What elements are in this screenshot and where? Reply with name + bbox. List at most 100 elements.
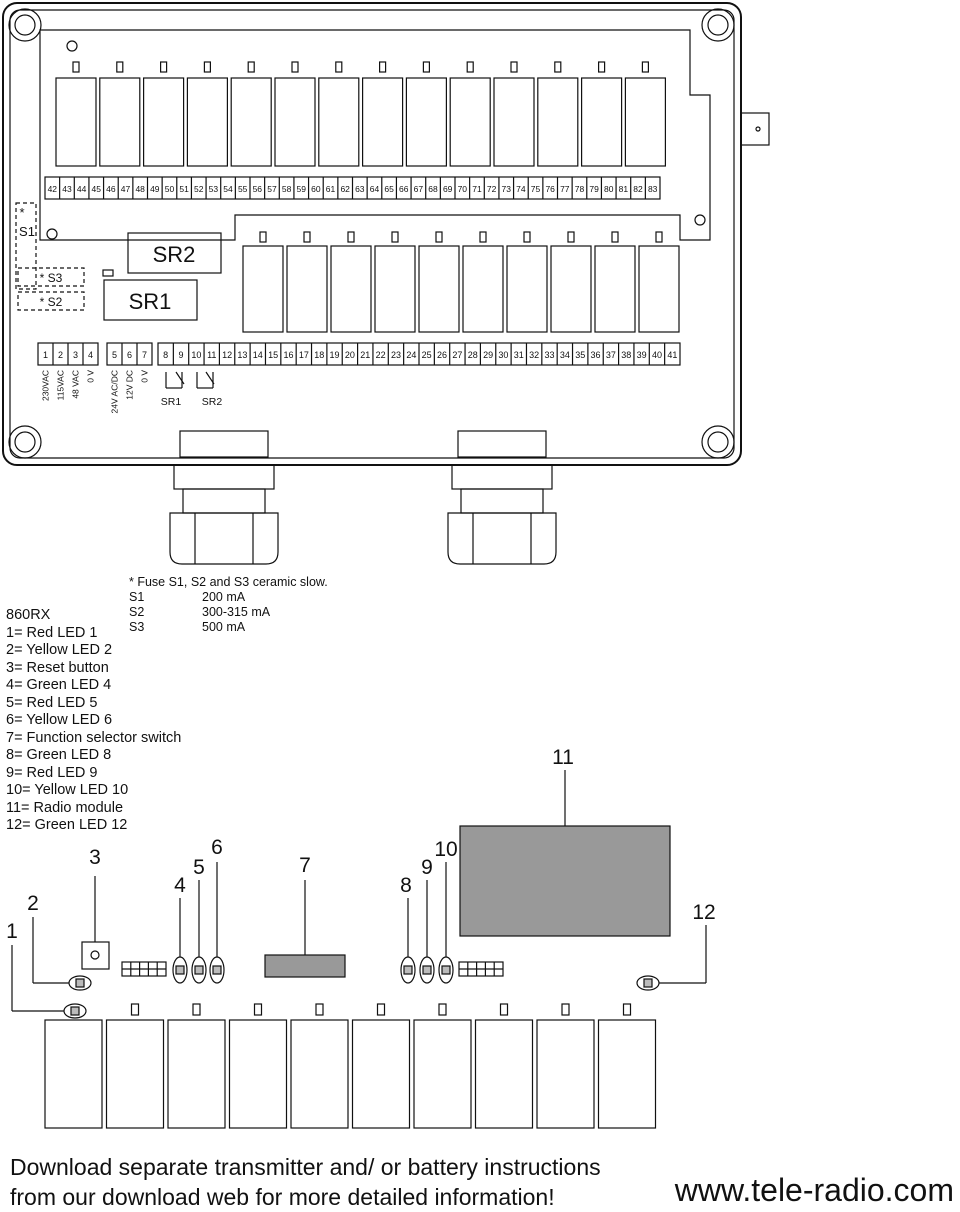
legend-item: 11= Radio module bbox=[6, 799, 124, 816]
terminal-label-top: 68 bbox=[428, 184, 438, 194]
relay-top bbox=[405, 77, 447, 167]
terminal-label: 29 bbox=[483, 350, 493, 360]
relay-led-mid bbox=[479, 231, 487, 243]
callout-number: 1 bbox=[6, 920, 18, 943]
power-label: 48 VAC bbox=[71, 370, 81, 399]
relay-led-top bbox=[379, 61, 387, 73]
relay-led-mid bbox=[391, 231, 399, 243]
terminal-label-top: 58 bbox=[282, 184, 292, 194]
voltage-label: 24V AC/DC bbox=[110, 370, 120, 413]
relay-led-top bbox=[510, 61, 518, 73]
relay-top bbox=[624, 77, 667, 167]
relay-led-mid bbox=[435, 231, 443, 243]
relay-led-mid bbox=[567, 231, 575, 243]
terminal-label: 35 bbox=[575, 350, 585, 360]
terminal-label: 15 bbox=[268, 350, 278, 360]
relay-top bbox=[318, 77, 360, 167]
reset-button bbox=[81, 941, 110, 970]
terminal-label: 1 bbox=[43, 350, 48, 360]
cable-gland-left bbox=[169, 430, 279, 565]
relay-bottom bbox=[167, 1019, 226, 1129]
terminal-label-top: 66 bbox=[399, 184, 409, 194]
terminal-label: 23 bbox=[391, 350, 401, 360]
corner-screw-tl bbox=[8, 8, 42, 42]
terminal-label-top: 75 bbox=[531, 184, 541, 194]
relay-led-top bbox=[247, 61, 255, 73]
relay-top bbox=[493, 77, 535, 167]
terminal-label: 36 bbox=[591, 350, 601, 360]
relay-led-mid bbox=[303, 231, 311, 243]
terminal-label-top: 50 bbox=[165, 184, 175, 194]
relay-led-top bbox=[597, 61, 606, 73]
terminal-label-top: 45 bbox=[92, 184, 102, 194]
terminal-label-top: 65 bbox=[384, 184, 394, 194]
callout-number: 12 bbox=[692, 901, 715, 924]
terminal-label: 31 bbox=[514, 350, 524, 360]
terminal-label: 11 bbox=[207, 350, 216, 360]
download-note-line2: from our download web for more detailed … bbox=[10, 1184, 555, 1210]
relay-led-bottom bbox=[253, 1003, 263, 1016]
relay-led-bottom bbox=[561, 1003, 570, 1016]
relay-top bbox=[55, 77, 97, 167]
mount-hole-right bbox=[694, 214, 706, 226]
terminal-label-top: 42 bbox=[48, 184, 58, 194]
terminal-label: 9 bbox=[179, 350, 184, 360]
terminal-label-top: 81 bbox=[619, 184, 629, 194]
relay-led-bottom bbox=[192, 1003, 201, 1016]
terminal-label: 8 bbox=[163, 350, 168, 360]
terminal-label-top: 61 bbox=[326, 184, 336, 194]
terminal-label-top: 44 bbox=[77, 184, 87, 194]
terminal-label-top: 69 bbox=[443, 184, 453, 194]
relay-top bbox=[537, 77, 579, 167]
callout-number: 6 bbox=[211, 836, 223, 859]
enclosure-inner bbox=[9, 9, 735, 459]
terminal-label: 27 bbox=[452, 350, 462, 360]
terminal-label: 33 bbox=[544, 350, 554, 360]
terminal-label-top: 83 bbox=[648, 184, 658, 194]
terminal-label-top: 62 bbox=[340, 184, 350, 194]
relay-mid bbox=[330, 245, 372, 333]
terminal-label: 18 bbox=[314, 350, 324, 360]
relay-led-top bbox=[422, 61, 430, 73]
relay-led-bottom bbox=[499, 1003, 509, 1016]
relay-led-top bbox=[116, 61, 124, 73]
corner-screw-bl bbox=[8, 425, 42, 459]
terminal-label-top: 72 bbox=[487, 184, 497, 194]
terminal-label-top: 53 bbox=[209, 184, 219, 194]
enclosure-outer bbox=[2, 2, 742, 466]
voltage-label: 0 V bbox=[140, 370, 150, 383]
relay-led-top bbox=[160, 61, 168, 73]
side-tab bbox=[740, 112, 770, 146]
legend-item: 12= Green LED 12 bbox=[6, 817, 128, 833]
terminal-label: 34 bbox=[560, 350, 570, 360]
power-label: 0 V bbox=[86, 370, 96, 383]
terminal-label: 37 bbox=[606, 350, 616, 360]
fuse-s3-label: * S3 bbox=[40, 271, 63, 285]
callout-number: 10 bbox=[434, 838, 457, 861]
callout-number: 5 bbox=[193, 856, 205, 879]
relay-mid bbox=[286, 245, 328, 333]
function-selector-switch bbox=[264, 954, 346, 978]
terminal-label-top: 80 bbox=[604, 184, 614, 194]
website-url[interactable]: www.tele-radio.com bbox=[674, 1172, 954, 1208]
relay-led-bottom bbox=[622, 1003, 632, 1016]
sr2-relay-box bbox=[127, 232, 222, 274]
sr1-terminal-label: SR1 bbox=[161, 396, 182, 408]
terminal-label-top: 67 bbox=[414, 184, 424, 194]
relay-bottom bbox=[228, 1019, 288, 1129]
relay-mid bbox=[242, 245, 284, 333]
relay-top bbox=[449, 77, 491, 167]
terminal-label: 14 bbox=[253, 350, 263, 360]
circuit-board-outline bbox=[39, 29, 711, 241]
terminal-label-top: 70 bbox=[458, 184, 468, 194]
terminal-label-top: 56 bbox=[253, 184, 263, 194]
terminal-label-top: 48 bbox=[135, 184, 145, 194]
relay-led-mid bbox=[259, 231, 267, 243]
terminal-label-top: 46 bbox=[106, 184, 116, 194]
terminal-label-top: 57 bbox=[267, 184, 277, 194]
legend-item: 8= Green LED 8 bbox=[6, 747, 112, 763]
terminal-strip-mid bbox=[106, 342, 153, 366]
download-note-line1: Download separate transmitter and/ or ba… bbox=[10, 1154, 601, 1180]
